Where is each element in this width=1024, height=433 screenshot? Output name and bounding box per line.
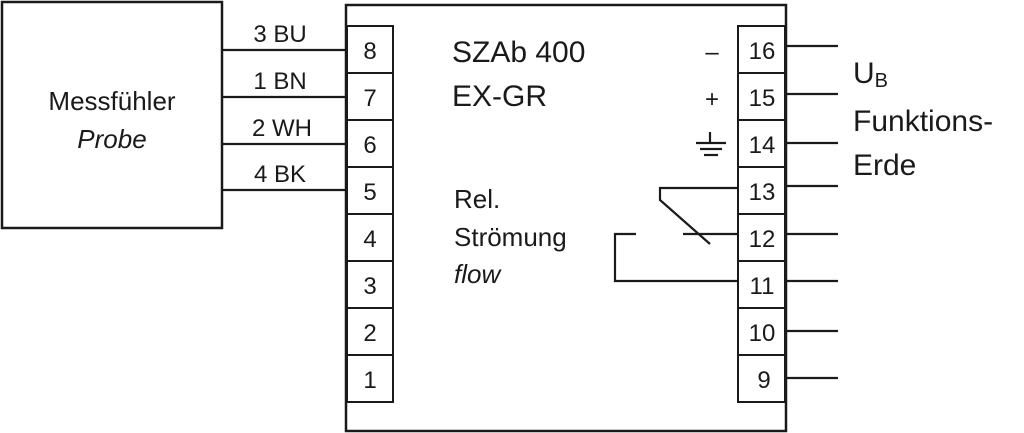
terminal-label-3: 3 bbox=[363, 273, 376, 300]
wire-label-4-bk: 4 BK bbox=[254, 161, 306, 188]
minus-sign: – bbox=[705, 39, 719, 66]
terminal-label-4: 4 bbox=[363, 226, 376, 253]
right-terminal-strip bbox=[737, 25, 786, 403]
terminal-label-7: 7 bbox=[363, 85, 376, 112]
supply-voltage-subscript: B bbox=[875, 70, 888, 92]
terminal-label-8: 8 bbox=[363, 38, 376, 65]
relay-contact-icon bbox=[613, 186, 738, 283]
terminal-6 bbox=[346, 119, 394, 168]
terminal-label-15: 15 bbox=[749, 85, 776, 112]
left-terminal-strip bbox=[346, 25, 394, 403]
terminal-label-13: 13 bbox=[749, 179, 776, 206]
wire-label-3-bu: 3 BU bbox=[253, 21, 306, 48]
relay-label-flow: flow bbox=[454, 259, 502, 289]
wire-label-2-wh: 2 WH bbox=[252, 115, 312, 142]
terminal-label-12: 12 bbox=[749, 226, 776, 253]
supply-voltage-label: UB bbox=[853, 57, 888, 92]
terminal-2 bbox=[346, 307, 394, 356]
terminal-14 bbox=[737, 119, 786, 168]
terminal-10 bbox=[737, 307, 786, 356]
probe-box bbox=[0, 0, 224, 230]
terminal-label-14: 14 bbox=[749, 132, 776, 159]
wire-label-1-bn: 1 BN bbox=[253, 68, 306, 95]
terminal-8 bbox=[346, 25, 394, 74]
terminal-15 bbox=[737, 72, 786, 121]
terminal-5 bbox=[346, 166, 394, 215]
terminal-11 bbox=[737, 260, 786, 309]
terminal-label-1: 1 bbox=[363, 367, 376, 394]
terminal-label-6: 6 bbox=[363, 132, 376, 159]
terminal-label-16: 16 bbox=[749, 38, 776, 65]
relay-label-rel: Rel. bbox=[454, 184, 500, 214]
terminal-label-11: 11 bbox=[750, 273, 775, 300]
terminal-13 bbox=[737, 166, 786, 215]
terminal-3 bbox=[346, 260, 394, 309]
terminal-4 bbox=[346, 213, 394, 262]
terminal-label-10: 10 bbox=[749, 320, 776, 347]
plus-sign: + bbox=[705, 86, 719, 113]
terminal-9 bbox=[737, 354, 786, 403]
probe-title: Messfühler bbox=[48, 86, 175, 116]
functional-earth-label-line2: Erde bbox=[853, 149, 916, 182]
terminal-16 bbox=[737, 25, 786, 74]
functional-earth-label-line1: Funktions- bbox=[853, 105, 993, 138]
terminal-label-2: 2 bbox=[363, 320, 376, 347]
right-output-leads bbox=[786, 44, 838, 380]
device-model-line1: SZAb 400 bbox=[452, 36, 585, 69]
relay-label-stroemung: Strömung bbox=[454, 222, 567, 252]
terminal-label-5: 5 bbox=[363, 179, 376, 206]
ground-icon bbox=[696, 132, 726, 157]
probe-subtitle: Probe bbox=[77, 124, 146, 154]
terminal-label-9: 9 bbox=[757, 367, 770, 394]
terminal-12 bbox=[737, 213, 786, 262]
terminal-1 bbox=[346, 354, 394, 403]
supply-voltage-main: U bbox=[853, 57, 875, 90]
probe-wires bbox=[222, 48, 346, 192]
device-housing bbox=[344, 3, 788, 433]
device-model-line2: EX-GR bbox=[452, 80, 547, 113]
